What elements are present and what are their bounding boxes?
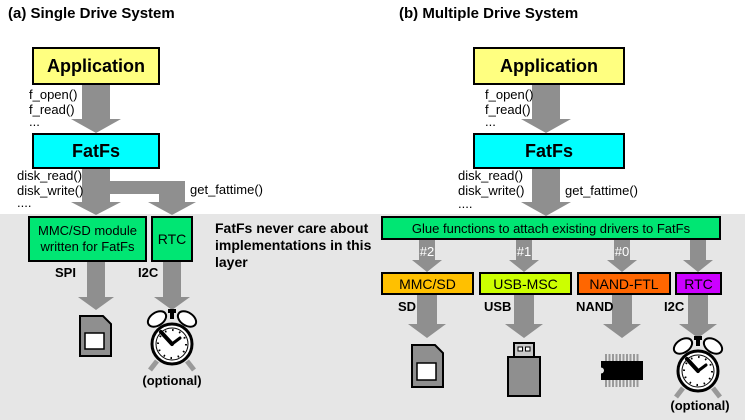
arrow-fatfs-to-glue-b	[521, 169, 571, 216]
application-box-b: Application	[473, 47, 625, 85]
call-get-fattime-b: get_fattime()	[565, 183, 638, 198]
usb-stick-icon	[507, 342, 541, 397]
alarm-clock-icon-a	[146, 309, 198, 372]
call-disk-read-b: disk_read()	[458, 168, 524, 183]
call-f-open-b: f_open()	[485, 87, 534, 102]
mmc-module-box-a: MMC/SD module written for FatFs	[28, 216, 147, 262]
call-disk-write-a: disk_write()	[17, 183, 84, 198]
drive-number-1: #1	[516, 244, 532, 259]
call-disk-read-a: disk_read()	[17, 168, 83, 183]
call-ellipsis-b: ...	[485, 114, 496, 129]
fatfs-box-b: FatFs	[473, 133, 625, 169]
rtc-box-a: RTC	[151, 216, 193, 262]
call-get-fattime-a: get_fattime()	[190, 182, 263, 197]
bus-label-nand: NAND	[576, 299, 614, 314]
call-f-read-b: f_read()	[485, 102, 531, 117]
arrow-fatfs-to-rtc-a	[104, 181, 196, 215]
mmc-module-line2: written for FatFs	[40, 239, 135, 254]
call-ellipsis-a: ...	[29, 114, 40, 129]
drive-number-0: #0	[614, 244, 630, 259]
note-line2: implementations in this	[215, 237, 372, 253]
arrow-app-to-fatfs-a	[71, 85, 121, 133]
bus-label-spi: SPI	[55, 265, 76, 280]
drive-number-2: #2	[419, 244, 435, 259]
mmc-module-line1: MMC/SD module	[38, 223, 137, 238]
bus-label-usb: USB	[484, 299, 512, 314]
optional-label-b: (optional)	[670, 398, 730, 413]
panel-a-title: (a) Single Drive System	[8, 5, 175, 22]
application-box-a: Application	[32, 47, 160, 85]
optional-label-a: (optional)	[142, 373, 202, 388]
sd-card-icon-a	[79, 315, 112, 357]
call-disk-write-b: disk_write()	[458, 183, 525, 198]
hardware-layer-note: FatFs never care about implementations i…	[215, 220, 371, 271]
call-f-read-a: f_read()	[29, 102, 75, 117]
sd-card-icon-b	[411, 344, 444, 388]
driver-box-rtc: RTC	[675, 272, 722, 295]
note-line1: FatFs never care about	[215, 220, 369, 236]
nand-chip-icon	[598, 354, 643, 387]
bus-label-sd: SD	[398, 299, 417, 314]
panel-b-title: (b) Multiple Drive System	[399, 5, 579, 22]
bus-label-i2c-b: I2C	[664, 299, 685, 314]
driver-box-mmcsd: MMC/SD	[381, 272, 474, 295]
call-f-open-a: f_open()	[29, 87, 78, 102]
glue-functions-box: Glue functions to attach existing driver…	[381, 216, 721, 240]
note-line3: layer	[215, 254, 248, 270]
call-dots-a: ....	[17, 195, 32, 210]
bus-label-i2c-a: I2C	[138, 265, 159, 280]
driver-box-nandftl: NAND-FTL	[577, 272, 671, 295]
fatfs-box-a: FatFs	[32, 133, 160, 169]
driver-box-usbmsc: USB-MSC	[479, 272, 572, 295]
alarm-clock-icon-b	[672, 336, 724, 399]
call-dots-b: ....	[458, 196, 473, 211]
